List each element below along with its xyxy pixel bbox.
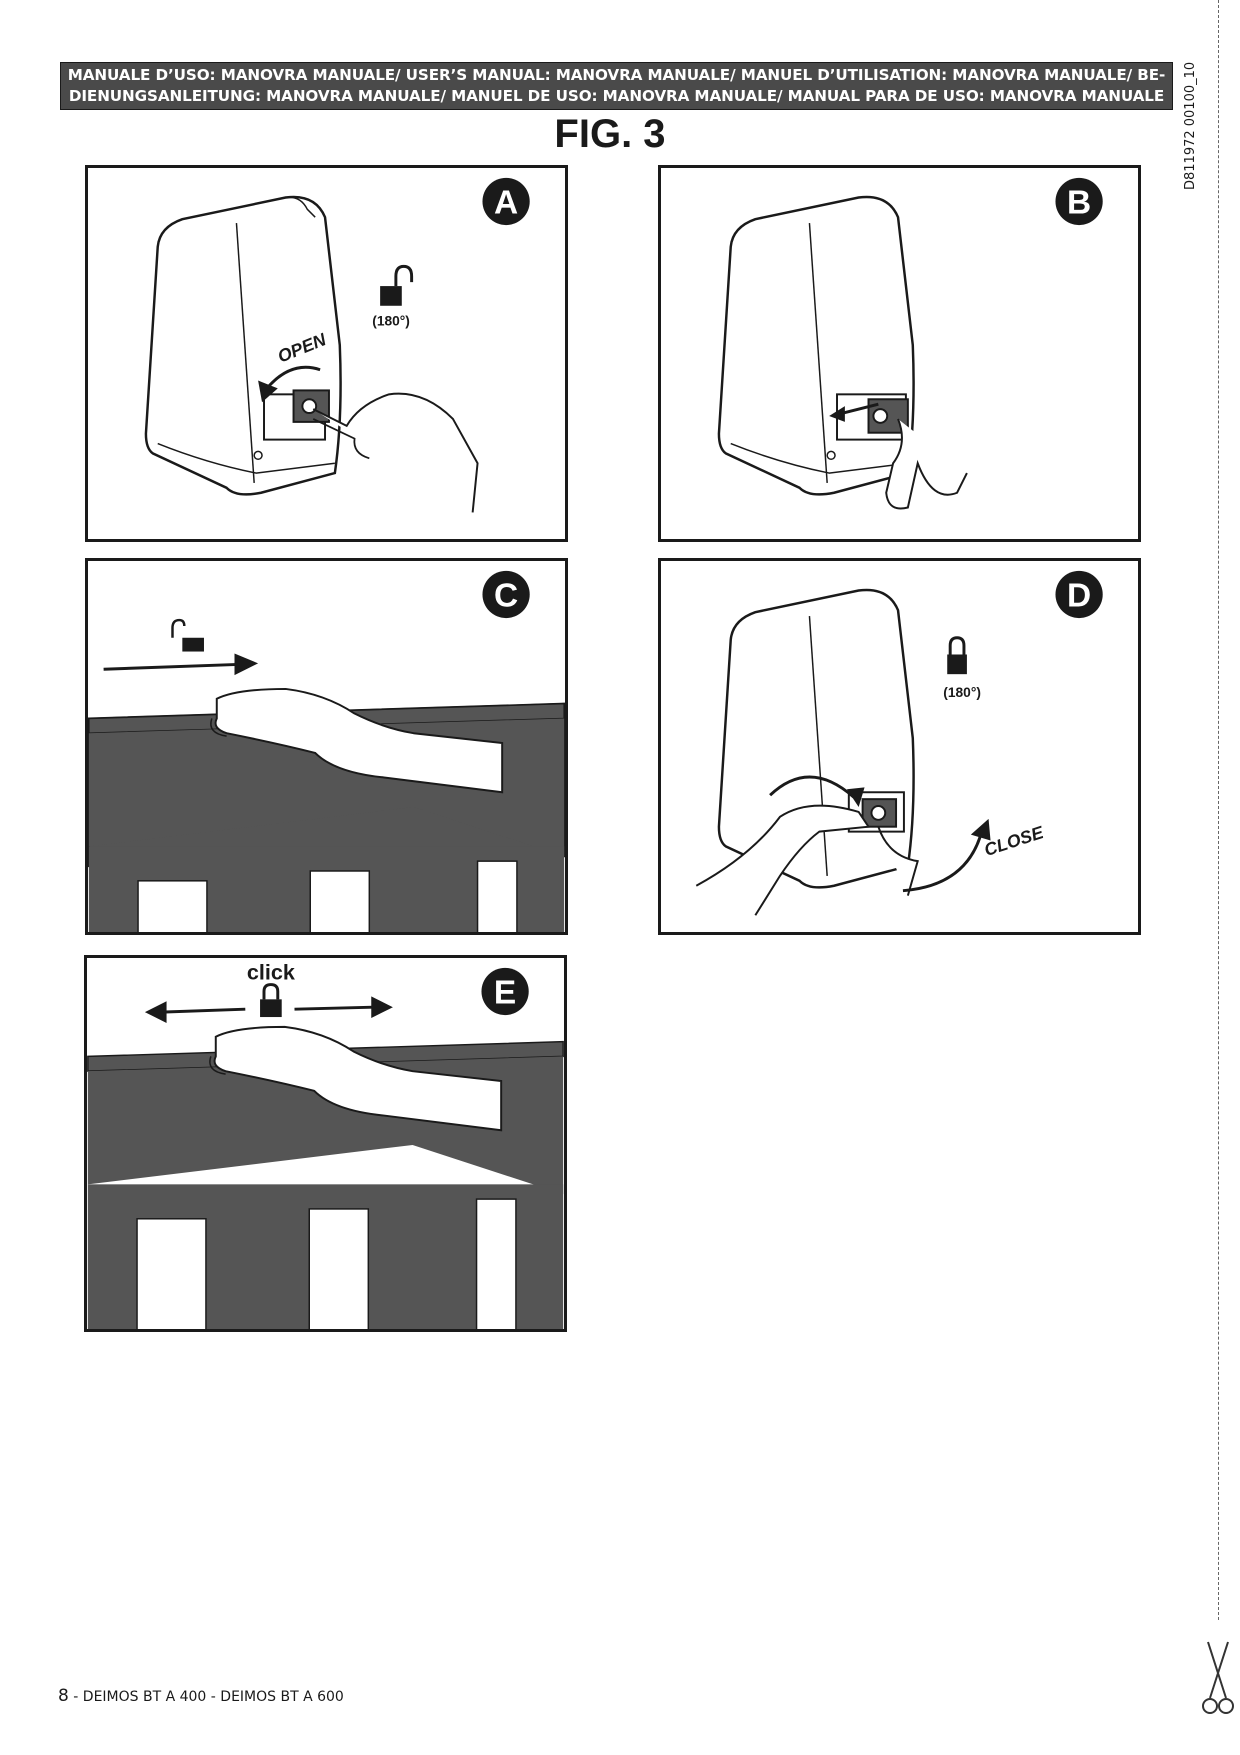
manual-header-banner: MANUALE D’USO: MANOVRA MANUALE/ USER’S M… [60,62,1173,110]
svg-text:B: B [1067,184,1091,221]
figure-title: FIG. 3 [554,112,666,156]
footer-separator: - [73,1689,79,1705]
motor-relock-illustration: CLOSE (180°) D [695,570,1103,916]
step-badge-a [482,177,530,226]
svg-text:E: E [494,974,516,1011]
header-line-2: DIENUNGSANLEITUNG: MANOVRA MANUALE/ MANU… [68,87,1165,105]
motor-unlock-illustration: OPEN (180°) A [144,177,530,513]
step-panel-a: OPEN (180°) A [85,165,568,542]
gate-click-lock-illustration: click E [87,960,564,1329]
motor-release-illustration: B [717,177,1103,510]
step-badge-b [1055,177,1103,226]
click-label: click [247,960,296,985]
page-footer: 8 - DEIMOS BT A 400 - DEIMOS BT A 600 [58,1686,344,1706]
gate-push-open-illustration: C [88,570,565,932]
step-badge-d [1055,570,1103,619]
step-badge-e [481,967,529,1016]
cut-line [1218,0,1219,1620]
unlocked-padlock-icon [380,286,402,306]
step-panel-d: CLOSE (180°) D [658,558,1141,935]
svg-text:C: C [494,577,518,614]
step-panel-b: B [658,165,1141,542]
rotation-180-label: (180°) [943,685,981,700]
svg-text:D: D [1067,577,1091,614]
locked-padlock-icon [947,654,967,675]
step-panel-e: click E [84,955,567,1332]
unlocked-padlock-icon [182,637,204,652]
header-line-1: MANUALE D’USO: MANOVRA MANUALE/ USER’S M… [67,66,1166,84]
rotation-180-label: (180°) [372,313,410,328]
step-panel-c: C [85,558,568,935]
page-number: 8 [58,1686,69,1706]
document-code: D811972 00100_10 [1183,61,1198,190]
locked-padlock-icon [260,999,282,1018]
product-name: DEIMOS BT A 400 - DEIMOS BT A 600 [82,1689,344,1705]
svg-text:A: A [494,184,518,221]
scissors-icon [1202,1641,1234,1714]
step-badge-c [482,570,530,619]
close-label: CLOSE [982,822,1047,860]
